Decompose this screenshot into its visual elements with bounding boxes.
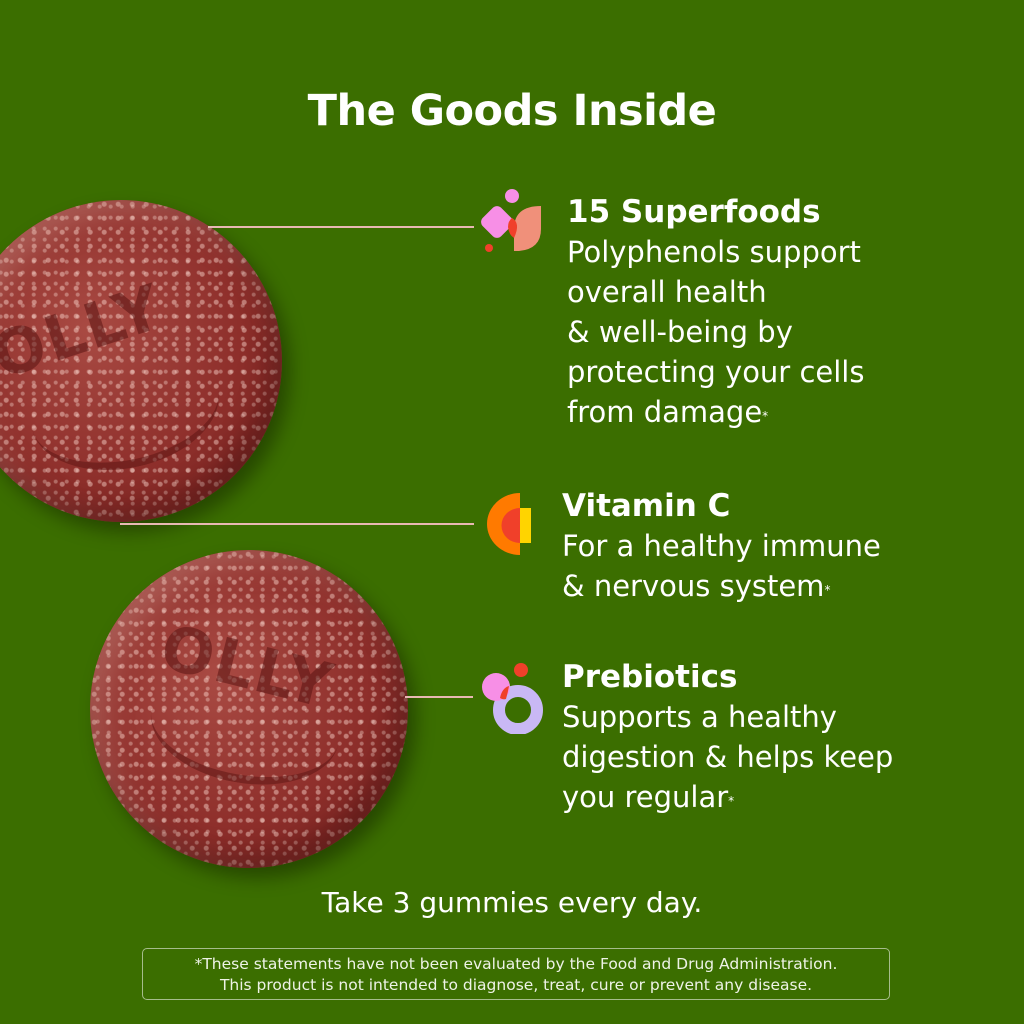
feature-description: For a healthy immune & nervous system* [562, 526, 881, 606]
dosage-instruction: Take 3 gummies every day. [321, 886, 703, 919]
feature-body-text: For a healthy immune & nervous system [562, 529, 881, 603]
gummy-image-top: OLLY [0, 200, 282, 522]
feature-heading: Vitamin C [562, 488, 731, 524]
prebiotics-icon [482, 663, 543, 734]
footnote-marker: * [762, 409, 769, 423]
connector-line-superfoods [208, 226, 474, 228]
feature-heading: Prebiotics [562, 659, 738, 695]
footnote-marker: * [824, 583, 831, 597]
vitamin-c-icon [487, 493, 531, 555]
connector-line-vitamin-c [120, 523, 474, 525]
connector-line-prebiotics [405, 696, 473, 698]
feature-description: Supports a healthy digestion & helps kee… [562, 697, 893, 817]
feature-heading: 15 Superfoods [567, 194, 821, 230]
gummy-image-bottom: OLLY [90, 550, 408, 868]
feature-body-text: Polyphenols support overall health & wel… [567, 235, 865, 429]
feature-description: Polyphenols support overall health & wel… [567, 232, 864, 432]
footnote-marker: * [728, 794, 735, 808]
feature-prebiotics: Prebiotics Supports a healthy digestion … [562, 657, 893, 817]
disclaimer-line-1: *These statements have not been evaluate… [194, 955, 838, 973]
feature-vitamin-c: Vitamin C For a healthy immune & nervous… [562, 486, 881, 606]
feature-body-text: Supports a healthy digestion & helps kee… [562, 700, 894, 814]
feature-superfoods: 15 Superfoods Polyphenols support overal… [567, 192, 864, 432]
superfoods-icon [481, 189, 541, 252]
disclaimer-line-2: This product is not intended to diagnose… [219, 976, 813, 994]
fda-disclaimer: *These statements have not been evaluate… [142, 948, 890, 1000]
page-title: The Goods Inside [307, 86, 717, 136]
